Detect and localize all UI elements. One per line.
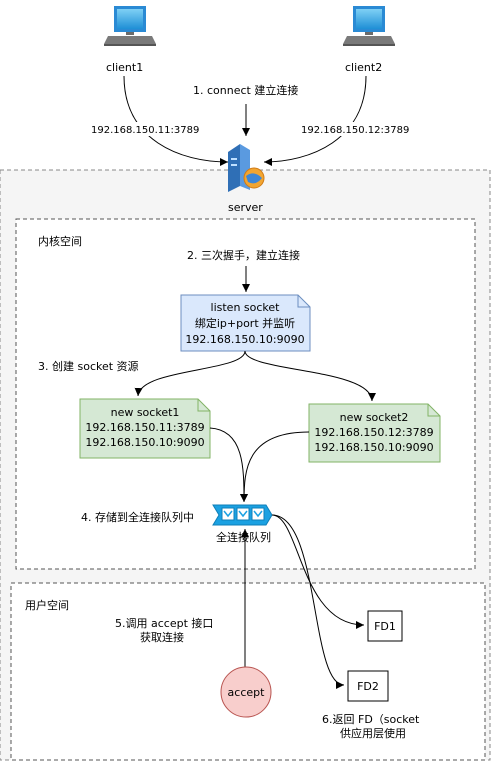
- socket2-line1: new socket2: [340, 411, 409, 424]
- listen-socket-note: [180, 294, 311, 352]
- step5-line2: 获取连接: [140, 631, 184, 644]
- socket2-to-queue-edge: [240, 431, 310, 503]
- queue-to-fd1-edge: [271, 514, 365, 629]
- fd2-label: FD2: [357, 680, 379, 693]
- server-label: server: [228, 201, 263, 214]
- server-icon: [228, 144, 265, 192]
- fd2-box: [347, 670, 389, 702]
- socket1-line3: 192.168.150.10:9090: [85, 436, 204, 449]
- step5-line1: 5.调用 accept 接口: [115, 617, 213, 630]
- client2-to-server-edge: [263, 75, 367, 166]
- queue-to-fd2-edge: [271, 514, 345, 689]
- client2-ip-label: 192.168.150.12:3789: [301, 125, 409, 136]
- client2-label: client2: [345, 61, 382, 74]
- accept-node: [220, 666, 272, 718]
- socket1-line1: new socket1: [111, 406, 180, 419]
- step6-line1: 6.返回 FD（socket: [322, 713, 420, 726]
- fd1-box: [367, 610, 403, 642]
- step1-label: 1. connect 建立连接: [193, 83, 298, 97]
- step4-label: 4. 存储到全连接队列中: [81, 510, 194, 524]
- queue-icon: [212, 504, 273, 526]
- socket1-line2: 192.168.150.11:3789: [85, 421, 204, 434]
- listen-socket-line3: 192.168.150.10:9090: [185, 333, 304, 346]
- socket2-note: [308, 403, 441, 463]
- fd1-label: FD1: [374, 620, 396, 633]
- kernel-space-label: 内核空间: [38, 234, 82, 248]
- client1-to-server-edge: [123, 75, 229, 166]
- step3-label: 3. 创建 socket 资源: [38, 359, 139, 373]
- listen-socket-line2: 绑定ip+port 并监听: [195, 316, 295, 330]
- listen-socket-line1: listen socket: [211, 301, 281, 314]
- socket1-note: [79, 398, 211, 459]
- step2-label: 2. 三次握手，建立连接: [187, 248, 300, 262]
- to-socket2-edge: [244, 350, 376, 402]
- to-socket1-edge: [134, 350, 246, 397]
- client1-ip-label: 192.168.150.11:3789: [91, 125, 199, 136]
- queue-label: 全连接队列: [216, 530, 271, 544]
- client1-label: client1: [106, 61, 143, 74]
- client1-computer-icon: [104, 6, 156, 46]
- client2-computer-icon: [343, 6, 395, 46]
- step6-line2: 供应用层使用: [340, 726, 406, 740]
- socket2-line3: 192.168.150.10:9090: [314, 441, 433, 454]
- user-space-label: 用户空间: [25, 598, 69, 612]
- socket2-line2: 192.168.150.12:3789: [314, 426, 433, 439]
- accept-label: accept: [228, 686, 266, 699]
